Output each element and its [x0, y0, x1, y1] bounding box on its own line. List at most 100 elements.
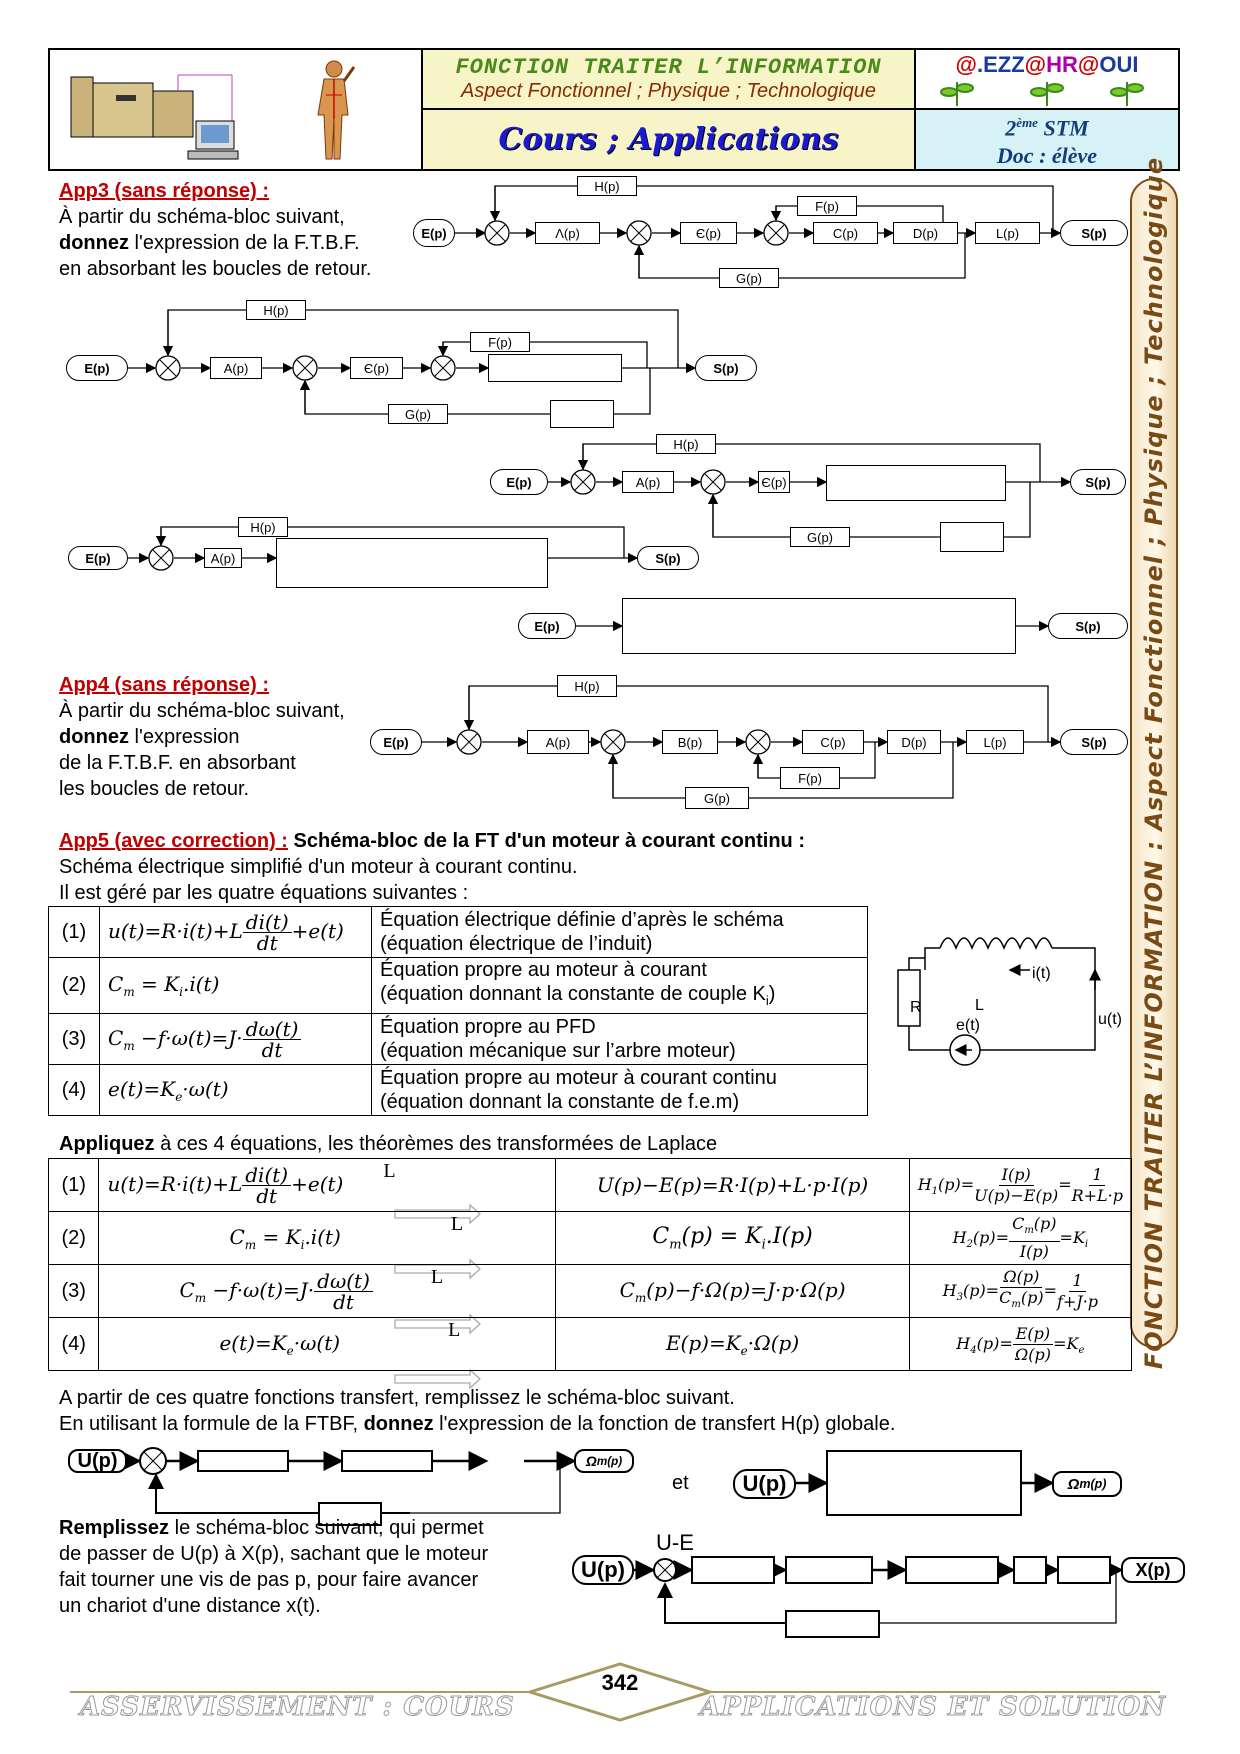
block-G-1: G(p) — [719, 268, 779, 288]
course-title: Cours ; Applications — [498, 122, 839, 157]
table-row: (4) e(t)=Ke·ω(t)L E(p)=Ke·Ω(p) H4(p)=E(p… — [47, 1317, 1133, 1371]
block-D-1: D(p) — [893, 222, 958, 244]
eq-formula: Cm −f·ω(t)=J·dω(t)dt — [99, 1013, 372, 1065]
output-S-1: S(p) — [1060, 220, 1128, 246]
app5-title: App5 (avec correction) : Schéma-bloc de … — [59, 830, 805, 852]
empty-block-4[interactable] — [276, 538, 548, 588]
header-logo-cell: @.EZZ@HR@OUI — [915, 49, 1179, 109]
eq-number: (4) — [48, 1064, 100, 1116]
fill-line3: fait tourner une vis de pas p, pour fair… — [59, 1569, 479, 1591]
empty-block-x-5[interactable] — [1057, 1556, 1111, 1584]
label-e: e(t) — [956, 1017, 980, 1034]
block-G-app4: G(p) — [685, 787, 749, 809]
header-class-cell: 2ème STM Doc : élève — [915, 109, 1179, 170]
eq-transform: Cm(p)−f·Ω(p)=J·p·Ω(p) — [555, 1264, 910, 1318]
footer-right: APPLICATIONS ET SOLUTION — [699, 1692, 1167, 1723]
empty-block-x-4[interactable] — [1013, 1556, 1047, 1584]
input-U-1: U(p) — [68, 1449, 127, 1473]
empty-block-motor-1[interactable] — [197, 1450, 289, 1472]
eq-transfer: H2(p)=Cm(p)I(p)=Ki — [908, 1211, 1133, 1265]
empty-block-x-fb[interactable] — [785, 1610, 880, 1638]
fill-line1: Remplissez le schéma-bloc suivant, qui p… — [59, 1517, 484, 1539]
label-R: R — [910, 999, 922, 1016]
empty-block-motor-fb[interactable] — [318, 1502, 382, 1526]
input-E-4: E(p) — [68, 546, 128, 570]
empty-block-x-2[interactable] — [785, 1556, 873, 1584]
block-D-app4: D(p) — [887, 730, 941, 754]
block-H-3: H(p) — [656, 434, 716, 454]
page-number: 342 — [601, 1670, 639, 1695]
eq-formula: e(t)=Ke·ω(t) — [99, 1064, 372, 1116]
empty-block-global[interactable] — [826, 1450, 1022, 1516]
block-F-1: F(p) — [797, 196, 857, 216]
block-Eps-3: Є(p) — [758, 471, 790, 493]
app3-title: App3 (sans réponse) : — [59, 180, 270, 202]
motor-circuit-diagram: R L i(t) u(t) e(t) — [897, 937, 1122, 1066]
table-row: (4) e(t)=Ke·ω(t) Équation propre au mote… — [48, 1064, 868, 1116]
eq-number: (3) — [48, 1013, 100, 1065]
table-row: (3) Cm −f·ω(t)=J·dω(t)dt Équation propre… — [48, 1013, 868, 1065]
and-label: et — [672, 1472, 689, 1494]
eq-laplace: e(t)=Ke·ω(t)L — [98, 1317, 557, 1371]
eq-description: Équation propre au moteur à courant cont… — [371, 1064, 868, 1116]
output-S-app4: S(p) — [1060, 729, 1128, 755]
class-level: 2ème STM — [1005, 114, 1089, 141]
table-row: (2) Cm = Ki.i(t) Équation propre au mote… — [48, 957, 868, 1014]
block-G-3: G(p) — [790, 527, 850, 547]
empty-block-x-1[interactable] — [691, 1556, 775, 1584]
empty-block-2[interactable] — [488, 354, 622, 382]
eq-number: (2) — [48, 957, 100, 1014]
block-A-4: A(p) — [204, 548, 242, 568]
input-E-5: E(p) — [518, 613, 576, 639]
header-course-cell: Cours ; Applications — [422, 109, 915, 170]
app4-line2: donnez l'expression — [59, 726, 240, 748]
empty-block-2b[interactable] — [550, 400, 614, 428]
block-G-2: G(p) — [388, 404, 448, 424]
block-H-4: H(p) — [238, 517, 288, 537]
eq-formula: Cm = Ki.i(t) — [99, 957, 372, 1014]
eq-description: Équation électrique définie d’après le s… — [371, 906, 868, 958]
app4-title: App4 (sans réponse) : — [59, 674, 270, 696]
input-U-2: U(p) — [733, 1469, 796, 1499]
header-illustration — [49, 49, 422, 170]
footer-ornament — [70, 1662, 1160, 1722]
eq-laplace: Cm = Ki.i(t)L — [98, 1211, 557, 1265]
empty-block-3[interactable] — [826, 465, 1006, 501]
app4-line1: À partir du schéma-bloc suivant, — [59, 700, 345, 722]
eq-transform: U(p)−E(p)=R·I(p)+L·p·I(p) — [555, 1158, 910, 1212]
label-i: i(t) — [1032, 965, 1051, 982]
page-header: FONCTION TRAITER L’INFORMATION Aspect Fo… — [48, 48, 1180, 171]
block-C-1: C(p) — [813, 222, 878, 244]
eq-number: (1) — [48, 906, 100, 958]
computer-human-illustration — [70, 60, 355, 159]
block-F-app4: F(p) — [780, 767, 840, 789]
ue-label: U-E — [656, 1530, 694, 1555]
table-row: (2) Cm = Ki.i(t)L Cm(p) = Ki.I(p) H2(p)=… — [47, 1211, 1133, 1265]
empty-block-motor-2[interactable] — [341, 1450, 433, 1472]
sidebar-frame — [1130, 178, 1178, 1348]
input-E-app4: E(p) — [370, 729, 422, 755]
brand-logo: @.EZZ@HR@OUI — [955, 52, 1139, 77]
apply-line: Appliquez à ces 4 équations, les théorèm… — [59, 1133, 718, 1155]
empty-block-x-3[interactable] — [905, 1556, 999, 1584]
eq-number: (2) — [47, 1211, 100, 1265]
header-title-cell: FONCTION TRAITER L’INFORMATION Aspect Fo… — [422, 49, 915, 109]
output-S-5: S(p) — [1048, 613, 1128, 639]
input-U-3: U(p) — [572, 1555, 634, 1585]
eq-number: (4) — [47, 1317, 100, 1371]
empty-block-3b[interactable] — [940, 522, 1004, 552]
block-A-app4: A(p) — [527, 730, 589, 754]
after-line1: A partir de ces quatre fonctions transfe… — [59, 1387, 735, 1409]
header-title: FONCTION TRAITER L’INFORMATION — [455, 55, 882, 80]
app4-line3: de la F.T.B.F. en absorbant — [59, 752, 296, 774]
eq-number: (1) — [47, 1158, 100, 1212]
empty-block-5[interactable] — [622, 598, 1016, 654]
eq-number: (3) — [47, 1264, 100, 1318]
